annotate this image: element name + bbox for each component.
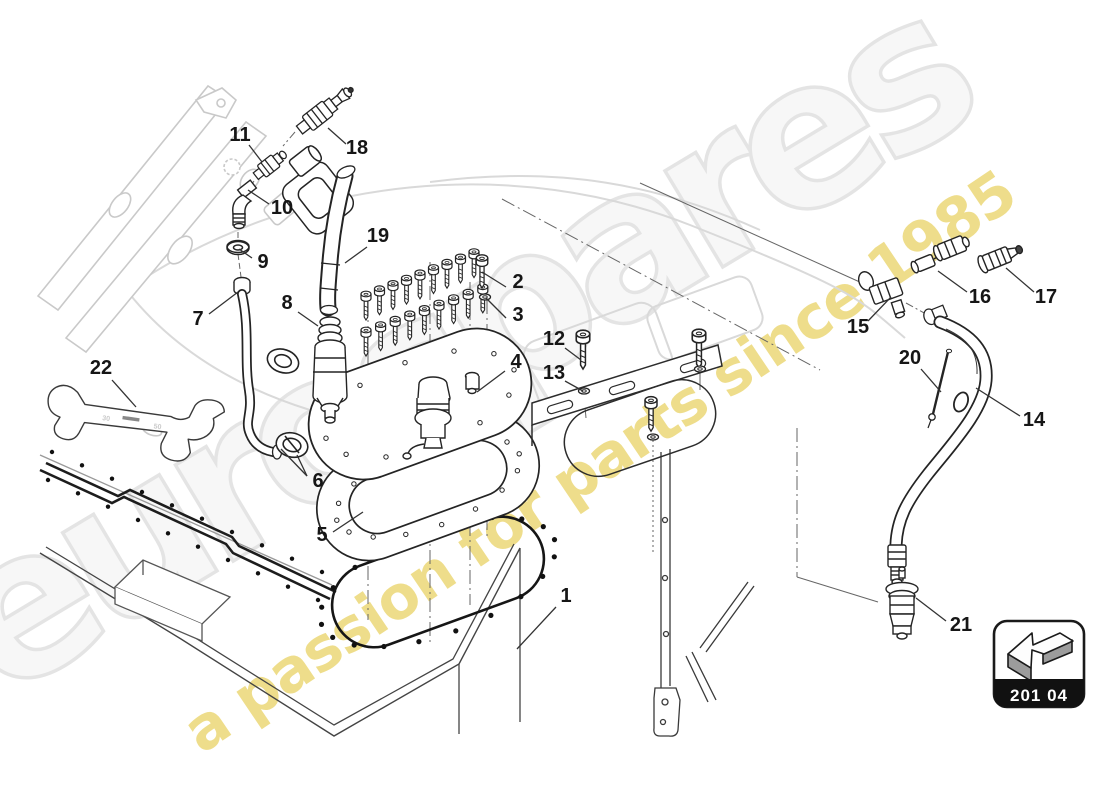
part-19-drawing — [319, 165, 356, 317]
page-code-badge: 201 04 — [992, 619, 1086, 709]
part-label-10: 10 — [271, 197, 293, 219]
part-label-20: 20 — [899, 347, 921, 369]
part-label-21: 21 — [950, 614, 972, 636]
fuel-tank-drawing — [39, 449, 755, 737]
mounting-bracket-drawing — [531, 328, 723, 478]
leader-line-11 — [248, 144, 263, 163]
badge-code-band — [994, 679, 1084, 707]
leader-line-19 — [344, 246, 368, 264]
part-15-drawing — [857, 271, 906, 319]
part-21-drawing — [885, 566, 919, 640]
part-label-3: 3 — [512, 304, 523, 326]
leader-line-5 — [332, 511, 364, 533]
part-label-14: 14 — [1023, 409, 1046, 431]
part-10-drawing — [232, 179, 258, 230]
part-14-drawing — [887, 304, 993, 586]
leader-line-16 — [937, 270, 968, 293]
leader-line-14 — [975, 387, 1021, 417]
left-hose-assembly — [226, 86, 356, 460]
part-label-5: 5 — [316, 524, 327, 546]
part-label-18: 18 — [346, 137, 368, 159]
wrench-size-right: 50 — [153, 423, 162, 431]
part-label-13: 13 — [543, 362, 565, 384]
part-label-2: 2 — [512, 271, 523, 293]
leader-line-6 — [280, 448, 308, 477]
part-17-drawing — [977, 245, 1024, 274]
part-label-17: 17 — [1035, 286, 1057, 308]
part-9-drawing — [226, 239, 250, 256]
part-22-wrench-drawing: 30 50 — [47, 384, 226, 462]
part-label-19: 19 — [367, 225, 389, 247]
part-6-drawing — [266, 348, 309, 459]
part-8-drawing — [312, 316, 348, 424]
leader-line-2 — [481, 271, 507, 288]
part-label-15: 15 — [847, 316, 869, 338]
leader-line-18 — [327, 127, 347, 145]
part-label-8: 8 — [281, 292, 292, 314]
part-16-drawing — [910, 235, 970, 274]
part-label-7: 7 — [192, 308, 203, 330]
leader-line-22 — [111, 379, 137, 408]
page-code-text: 201 04 — [1010, 686, 1068, 705]
part-label-1: 1 — [560, 585, 571, 607]
leader-line-15 — [867, 296, 892, 322]
leader-line-9 — [238, 248, 253, 259]
part-label-22: 22 — [90, 357, 112, 379]
sender-plate-drawing — [307, 327, 533, 481]
leader-line-20 — [920, 368, 942, 393]
leader-line-7 — [208, 291, 239, 315]
part-label-4: 4 — [510, 351, 522, 373]
leader-line-12 — [564, 347, 582, 361]
tank-gasket-bolts — [45, 449, 325, 603]
part-20-drawing — [927, 348, 953, 429]
leader-line-10 — [247, 189, 270, 205]
right-hose-assembly — [857, 235, 1024, 640]
leader-line-17 — [1005, 267, 1035, 293]
part-7-drawing — [233, 276, 283, 460]
leader-line-3 — [485, 297, 507, 319]
wrench-size-left: 30 — [102, 415, 111, 423]
leader-line-1 — [516, 606, 557, 650]
leader-line-4 — [476, 370, 506, 393]
leader-line-13 — [564, 380, 584, 392]
leader-line-21 — [915, 597, 947, 622]
part-18-drawing — [295, 86, 354, 135]
direction-arrow-icon — [1007, 632, 1074, 682]
part-11-drawing — [252, 150, 287, 181]
part-label-11: 11 — [229, 124, 250, 146]
part-label-12: 12 — [543, 328, 565, 350]
leader-line-6 — [296, 454, 308, 477]
part-label-9: 9 — [257, 251, 268, 273]
part-label-16: 16 — [969, 286, 991, 308]
leader-line-8 — [297, 311, 319, 327]
part-label-6: 6 — [312, 470, 323, 492]
